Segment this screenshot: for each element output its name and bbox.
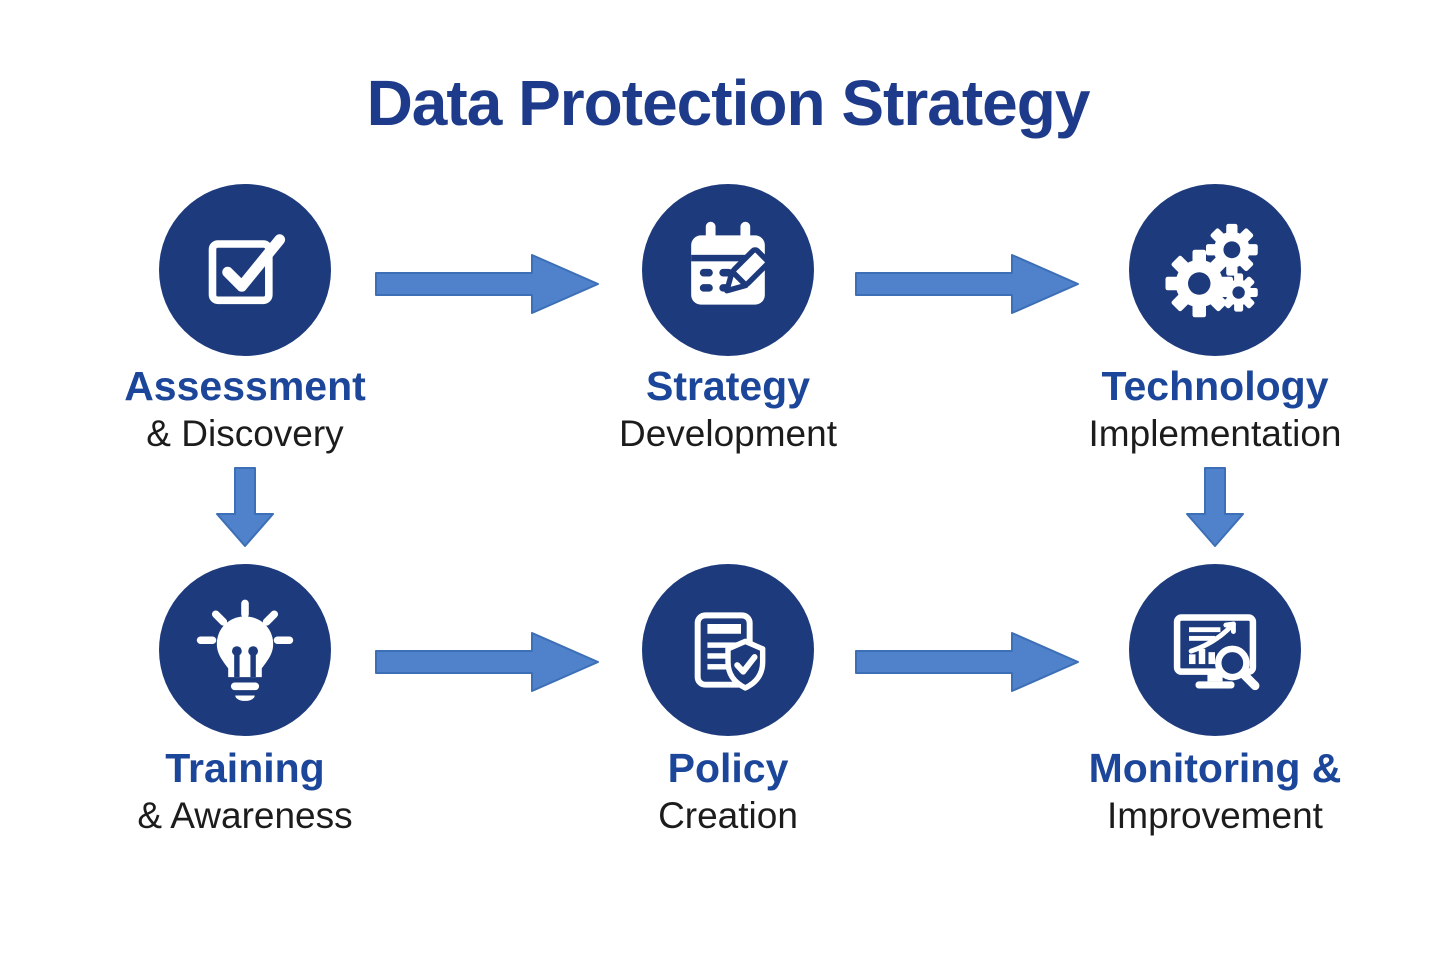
arrow-down-icon bbox=[1186, 467, 1244, 547]
node-label-line2: & Awareness bbox=[137, 795, 353, 837]
node-label-line1: Technology bbox=[1101, 363, 1329, 409]
node-label-monitoring: Monitoring & Improvement bbox=[1005, 744, 1425, 838]
node-circle-training bbox=[159, 564, 331, 736]
node-label-line2: Implementation bbox=[1088, 413, 1342, 455]
page-title: Data Protection Strategy bbox=[366, 67, 1091, 139]
node-label-line1: Strategy bbox=[645, 363, 811, 409]
calendar-edit-icon bbox=[691, 221, 771, 305]
arrow-right-icon bbox=[375, 632, 599, 692]
node-circle-monitoring bbox=[1129, 564, 1301, 736]
checkbox-icon bbox=[208, 234, 286, 305]
node-label-technology: Technology Implementation bbox=[1005, 362, 1425, 456]
arrow-right-icon bbox=[855, 632, 1079, 692]
arrow-right-icon bbox=[375, 254, 599, 314]
node-label-line1: Training bbox=[165, 745, 325, 791]
lightbulb-icon bbox=[196, 599, 294, 701]
node-label-line2: & Discovery bbox=[146, 413, 344, 455]
node-label-strategy: Strategy Development bbox=[518, 362, 938, 456]
arrow-down-icon bbox=[216, 467, 274, 547]
monitor-analytics-icon bbox=[1173, 614, 1260, 691]
node-label-assessment: Assessment & Discovery bbox=[35, 362, 455, 456]
node-label-policy: Policy Creation bbox=[518, 744, 938, 838]
node-label-line2: Development bbox=[618, 413, 837, 455]
node-circle-policy bbox=[642, 564, 814, 736]
arrow-right-icon bbox=[855, 254, 1079, 314]
node-circle-strategy bbox=[642, 184, 814, 356]
node-circle-technology bbox=[1129, 184, 1301, 356]
node-label-line1: Assessment bbox=[124, 363, 366, 409]
node-label-line2: Creation bbox=[658, 795, 798, 837]
gears-icon bbox=[1165, 223, 1258, 318]
node-label-line1: Policy bbox=[667, 745, 789, 791]
node-label-line1: Monitoring & bbox=[1088, 745, 1342, 791]
node-label-line2: Improvement bbox=[1107, 795, 1323, 837]
node-circle-assessment bbox=[159, 184, 331, 356]
document-shield-icon bbox=[694, 612, 766, 691]
node-label-training: Training & Awareness bbox=[35, 744, 455, 838]
